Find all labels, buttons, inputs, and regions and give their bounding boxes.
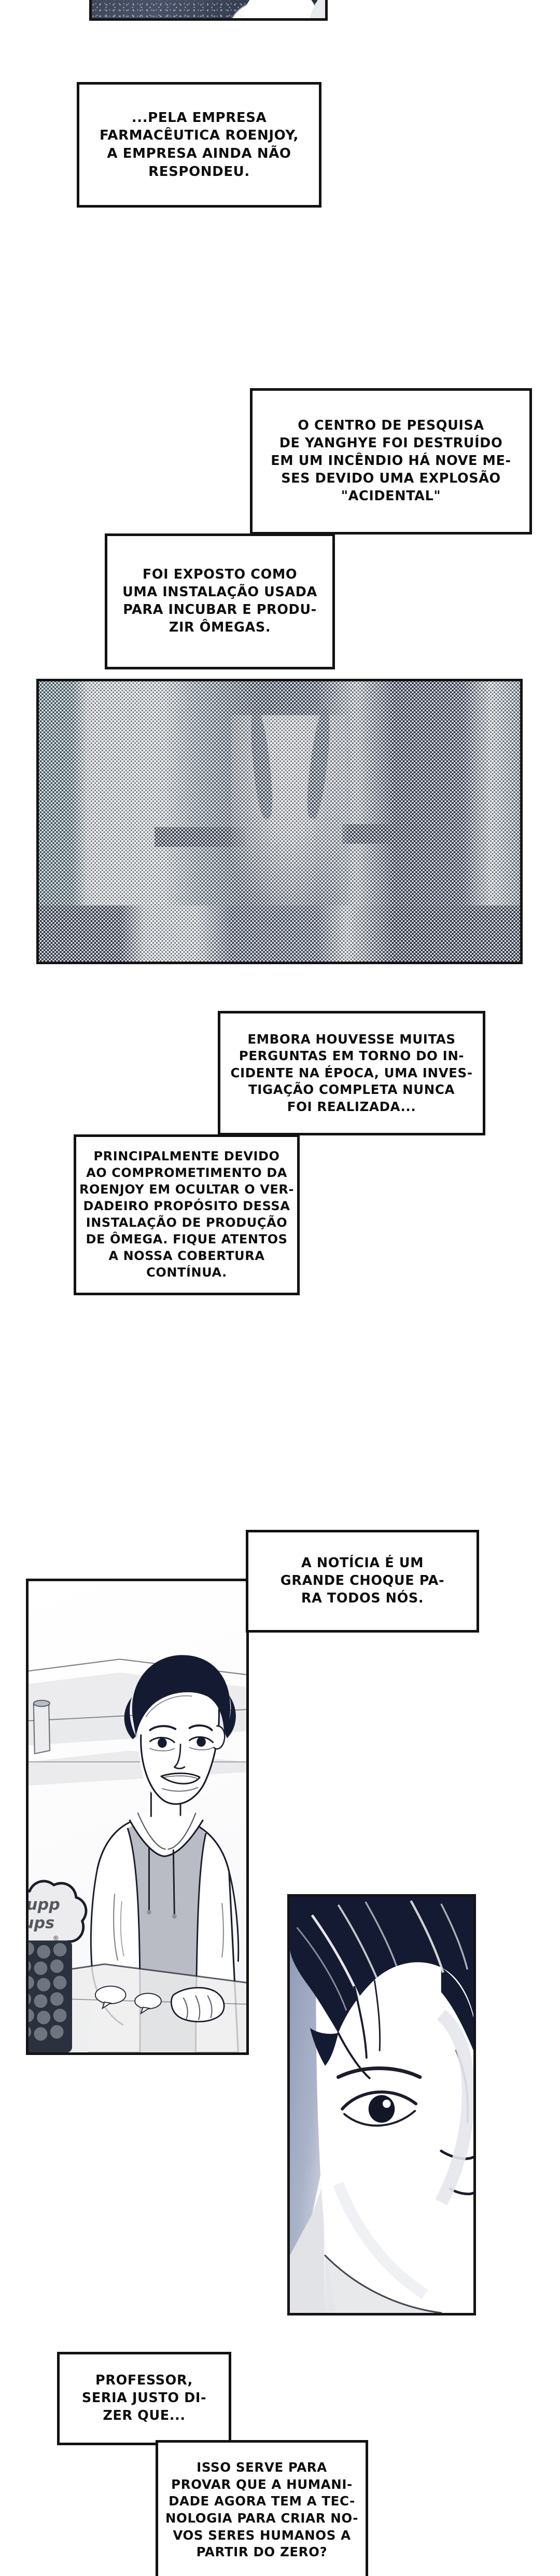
caption-news-3-text: FOI EXPOSTO COMO UMA INSTALAÇÃO USADA PA…	[122, 567, 317, 635]
caption-dialogue-1: A NOTÍCIA É UM GRANDE CHOQUE PA- RA TODO…	[246, 1530, 479, 1633]
caption-news-5-text: PRINCIPALMENTE DEVIDO AO COMPROMETIMENTO…	[79, 1149, 295, 1280]
caption-news-1: ...PELA EMPRESA FARMACÊUTICA ROENJOY, A …	[77, 82, 321, 208]
halftone-light-dots	[39, 681, 520, 962]
panel-shop-scene: hupp ups ®	[26, 1579, 249, 2055]
caption-news-1-text: ...PELA EMPRESA FARMACÊUTICA ROENJOY, A …	[99, 109, 299, 180]
caption-news-4-text: EMBORA HOUVESSE MUITAS PERGUNTAS EM TORN…	[230, 1031, 473, 1114]
svg-text:ups: ups	[29, 1914, 54, 1932]
lollipop-display: hupp ups ®	[29, 1880, 88, 2052]
caption-dialogue-1-text: A NOTÍCIA É UM GRANDE CHOQUE PA- RA TODO…	[280, 1555, 445, 1606]
caption-dialogue-3: ISSO SERVE PARA PROVAR QUE A HUMANI- DAD…	[156, 2440, 368, 2576]
panel-closeup-face	[287, 1894, 476, 2315]
caption-news-2: O CENTRO DE PESQUISA DE YANGHYE FOI DEST…	[250, 388, 532, 535]
caption-news-4: EMBORA HOUVESSE MUITAS PERGUNTAS EM TORN…	[218, 1011, 485, 1135]
shop-scene-artwork: hupp ups ®	[29, 1655, 246, 2052]
counter-jar	[33, 1700, 51, 1755]
caption-news-5: PRINCIPALMENTE DEVIDO AO COMPROMETIMENTO…	[74, 1134, 300, 1295]
caption-news-2-text: O CENTRO DE PESQUISA DE YANGHYE FOI DEST…	[271, 418, 511, 504]
caption-dialogue-3-text: ISSO SERVE PARA PROVAR QUE A HUMANI- DAD…	[165, 2460, 359, 2560]
panel-news-photo	[36, 679, 523, 964]
caption-dialogue-2: PROFESSOR, SERIA JUSTO DI- ZER QUE...	[57, 2352, 231, 2445]
svg-text:hupp: hupp	[29, 1896, 60, 1914]
caption-dialogue-2-text: PROFESSOR, SERIA JUSTO DI- ZER QUE...	[81, 2373, 207, 2423]
caption-news-3: FOI EXPOSTO COMO UMA INSTALAÇÃO USADA PA…	[105, 533, 335, 669]
halftone-photo	[39, 681, 520, 962]
panel-top-sliver	[89, 0, 328, 21]
sliver-shape-overlay	[244, 0, 325, 18]
character-hands	[171, 1986, 225, 2023]
small-speech-bubbles	[94, 1985, 162, 2015]
closeup-face-artwork	[290, 1897, 473, 2313]
